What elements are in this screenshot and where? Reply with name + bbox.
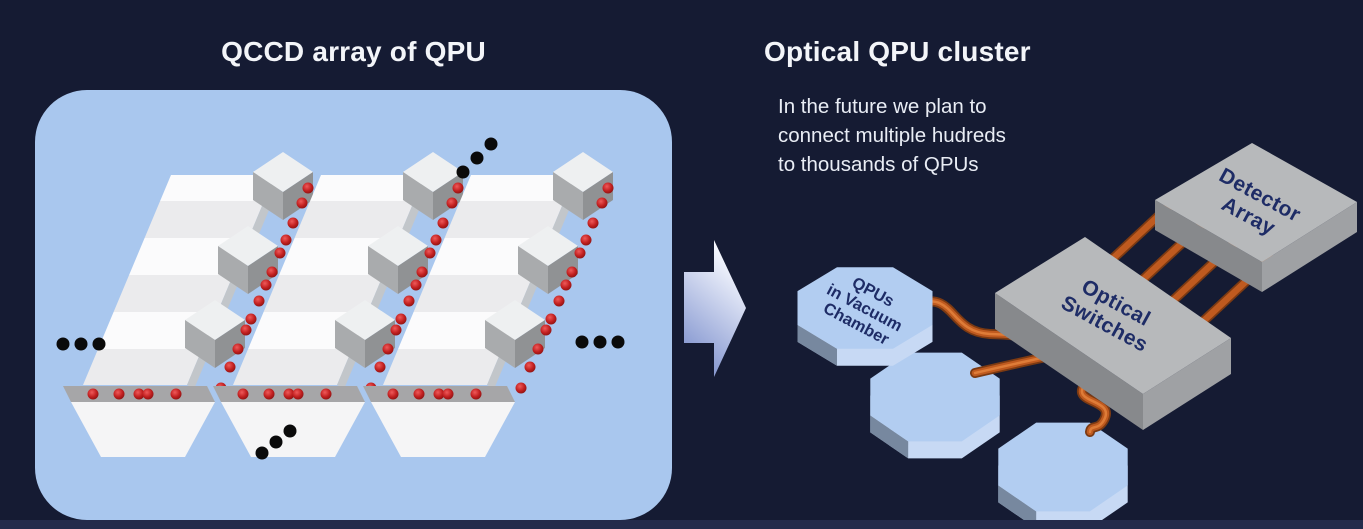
ellipsis-dots-left (56, 337, 106, 351)
optical-switches-box: Optical Switches (995, 237, 1231, 430)
right-section-title: Optical QPU cluster (764, 36, 1031, 67)
footer-strip (0, 520, 1363, 529)
note-line-3: to thousands of QPUs (778, 153, 979, 176)
ellipsis-dots-top (456, 137, 498, 179)
detector-array-box: Detector Array (1155, 143, 1357, 292)
ellipsis-dots-bottom (255, 424, 297, 460)
qpu-octagon-node-3 (998, 422, 1128, 529)
left-section-title: QCCD array of QPU (221, 36, 486, 67)
qpu-octagon-node-1: QPUs in Vacuum Chamber (797, 267, 933, 366)
note-line-2: connect multiple hudreds (778, 124, 1006, 147)
qccd-panel (35, 90, 672, 520)
qccd-illustration (56, 137, 625, 460)
qpu-octagon-node-2 (870, 352, 1000, 459)
note-line-1: In the future we plan to (778, 95, 987, 118)
fiber-node3-to-switches (1077, 378, 1111, 437)
future-plan-note: In the future we plan to connect multipl… (778, 92, 1006, 179)
flow-arrow-icon (684, 240, 746, 377)
ellipsis-dots-right (575, 335, 625, 349)
